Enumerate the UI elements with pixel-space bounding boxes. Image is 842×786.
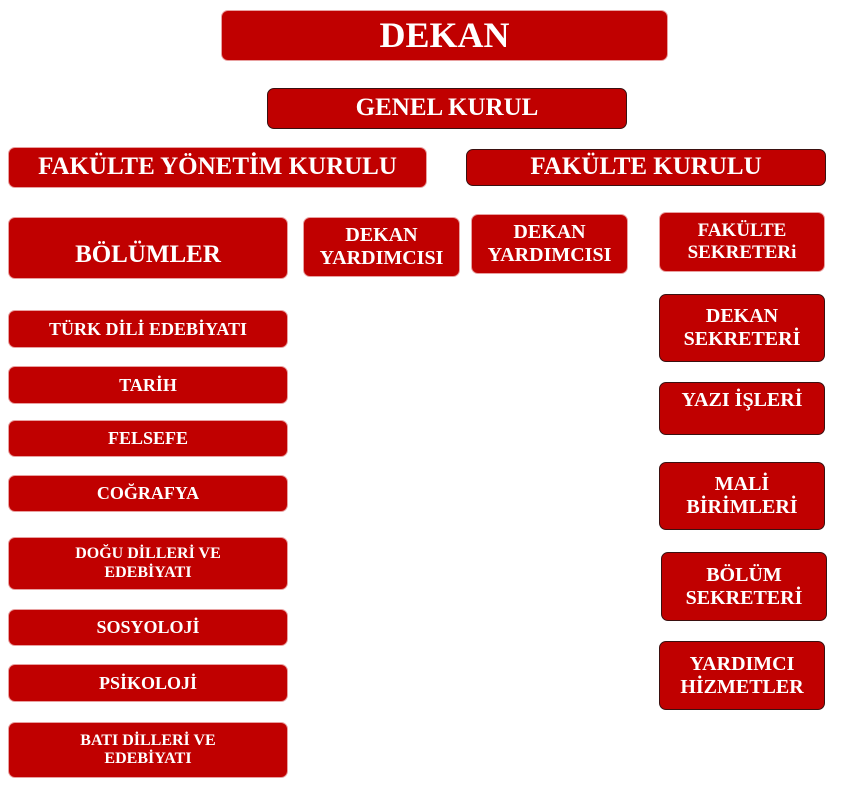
dekan-yardimcisi-box-1: DEKAN YARDIMCISI — [303, 217, 460, 277]
line-2: SEKRETERi — [687, 242, 797, 263]
line-1: YARDIMCI — [689, 652, 795, 675]
line-1: BÖLÜM — [706, 563, 782, 586]
department-tarih: TARİH — [8, 366, 288, 404]
line-1: DEKAN — [345, 224, 418, 246]
line-2: EDEBİYATI — [104, 750, 192, 767]
department-cografya: COĞRAFYA — [8, 475, 288, 512]
line-2: SEKRETERİ — [685, 586, 803, 609]
department-turk-dili: TÜRK DİLİ EDEBİYATI — [8, 310, 288, 348]
dekan-yardimcisi-box-2: DEKAN YARDIMCISI — [471, 214, 628, 274]
dekan-box: DEKAN — [221, 10, 668, 61]
line-1: MALİ — [714, 473, 770, 495]
line-1: DEKAN — [513, 221, 586, 243]
line-2: SEKRETERİ — [683, 328, 801, 350]
bolumler-box: BÖLÜMLER — [8, 217, 288, 279]
unit-bolum-sekreteri: BÖLÜM SEKRETERİ — [661, 552, 827, 621]
unit-mali-birimleri: MALİ BİRİMLERİ — [659, 462, 825, 530]
line-2: YARDIMCISI — [319, 247, 444, 269]
department-dogu-dilleri: DOĞU DİLLERİ VE EDEBİYATI — [8, 537, 288, 590]
line-2: HİZMETLER — [680, 675, 804, 698]
fakulte-yonetim-kurulu-box: FAKÜLTE YÖNETİM KURULU — [8, 147, 427, 188]
department-felsefe: FELSEFE — [8, 420, 288, 457]
line-1: FAKÜLTE — [697, 220, 787, 242]
unit-yazi-isleri: YAZI İŞLERİ — [659, 382, 825, 435]
unit-yardimci-hizmetler: YARDIMCI HİZMETLER — [659, 641, 825, 710]
line-2: BİRİMLERİ — [686, 496, 798, 518]
unit-dekan-sekreteri: DEKAN SEKRETERİ — [659, 294, 825, 362]
department-psikoloji: PSİKOLOJİ — [8, 664, 288, 702]
line-1: BATI DİLLERİ VE — [80, 731, 216, 749]
genel-kurul-box: GENEL KURUL — [267, 88, 627, 129]
department-sosyoloji: SOSYOLOJİ — [8, 609, 288, 646]
line-2: EDEBİYATI — [104, 563, 192, 581]
line-1: DEKAN — [705, 305, 779, 327]
line-1: DOĞU DİLLERİ VE — [75, 545, 221, 563]
fakulte-kurulu-box: FAKÜLTE KURULU — [466, 149, 826, 186]
fakulte-sekreteri-box: FAKÜLTE SEKRETERi — [659, 212, 825, 272]
line-2: YARDIMCISI — [487, 244, 612, 266]
department-bati-dilleri: BATI DİLLERİ VE EDEBİYATI — [8, 722, 288, 778]
